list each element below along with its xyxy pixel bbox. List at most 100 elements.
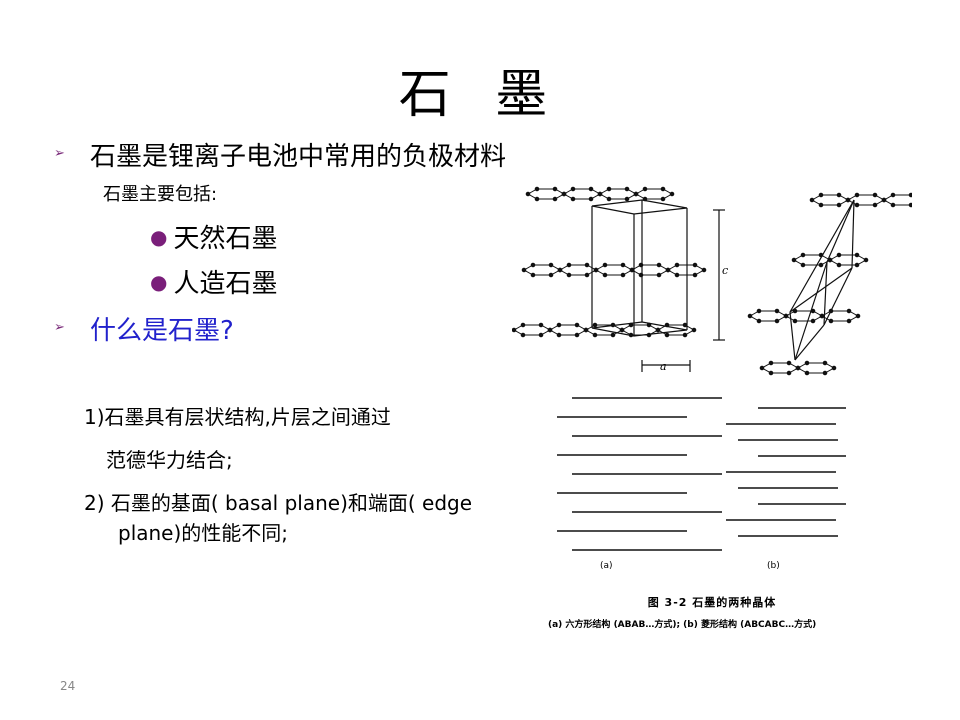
carbon-atom bbox=[610, 332, 616, 338]
carbon-atom bbox=[552, 196, 558, 202]
carbon-atom bbox=[584, 272, 590, 278]
carbon-atom bbox=[574, 322, 580, 328]
carbon-atom bbox=[584, 262, 590, 268]
carbon-atom bbox=[908, 192, 912, 198]
carbon-atom bbox=[556, 322, 562, 328]
point-2-line-1: 2) 石墨的基面( basal plane)和端面( edge bbox=[84, 491, 473, 515]
carbon-atom bbox=[759, 365, 765, 371]
carbon-atom bbox=[570, 186, 576, 192]
carbon-atom bbox=[819, 313, 825, 319]
carbon-atom bbox=[530, 272, 536, 278]
carbon-atom bbox=[804, 370, 810, 376]
carbon-atom bbox=[786, 360, 792, 366]
layer-stacking-lines bbox=[557, 397, 846, 551]
carbon-atom bbox=[786, 370, 792, 376]
carbon-atom bbox=[836, 202, 842, 208]
hexagon-ring bbox=[796, 362, 836, 374]
carbon-atom bbox=[561, 191, 567, 197]
carbon-atom bbox=[556, 332, 562, 338]
carbon-atom bbox=[872, 202, 878, 208]
hexagon-ring bbox=[828, 254, 868, 266]
carbon-atom bbox=[768, 370, 774, 376]
carbon-atom bbox=[660, 196, 666, 202]
carbon-atom bbox=[538, 332, 544, 338]
unit-cell-a bbox=[591, 199, 725, 372]
carbon-atom bbox=[574, 332, 580, 338]
hexagon-ring bbox=[634, 188, 674, 200]
carbon-atom bbox=[846, 308, 852, 314]
carbon-atom bbox=[548, 272, 554, 278]
carbon-atom bbox=[633, 191, 639, 197]
carbon-atom bbox=[795, 365, 801, 371]
carbon-atom bbox=[747, 313, 753, 319]
carbon-atom bbox=[566, 262, 572, 268]
carbon-atom bbox=[691, 327, 697, 333]
carbon-atom bbox=[792, 318, 798, 324]
carbon-atom bbox=[548, 262, 554, 268]
carbon-atom bbox=[583, 327, 589, 333]
carbon-atom bbox=[818, 192, 824, 198]
bullet-arrow-icon: ➢ bbox=[54, 320, 65, 335]
figure-caption: 图 3-2 石墨的两种晶体 bbox=[647, 596, 777, 609]
carbon-atom bbox=[774, 308, 780, 314]
carbon-atom bbox=[602, 272, 608, 278]
carbon-atom bbox=[756, 308, 762, 314]
carbon-atom bbox=[774, 318, 780, 324]
label-c: c bbox=[722, 264, 728, 277]
slide-title: 石 墨 bbox=[398, 65, 562, 125]
carbon-atom bbox=[557, 267, 563, 273]
carbon-atom bbox=[664, 332, 670, 338]
carbon-atom bbox=[665, 267, 671, 273]
carbon-atom bbox=[669, 191, 675, 197]
hexagon-ring bbox=[598, 188, 638, 200]
carbon-atom bbox=[863, 257, 869, 263]
carbon-atom bbox=[818, 262, 824, 268]
panel-label-b: (b) bbox=[767, 561, 780, 571]
carbon-atom bbox=[620, 272, 626, 278]
point-1-line-1: 1)石墨具有层状结构,片层之间通过 bbox=[84, 405, 391, 429]
list-item-label: 人造石墨 bbox=[173, 269, 278, 299]
carbon-atom bbox=[872, 192, 878, 198]
point-1-line-2: 范德华力结合; bbox=[106, 448, 233, 472]
carbon-atom bbox=[593, 267, 599, 273]
carbon-atom bbox=[890, 192, 896, 198]
carbon-atom bbox=[606, 196, 612, 202]
carbon-atom bbox=[854, 262, 860, 268]
carbon-atom bbox=[828, 318, 834, 324]
hexagon-ring bbox=[656, 324, 696, 336]
carbon-atom bbox=[656, 272, 662, 278]
carbon-atom bbox=[602, 262, 608, 268]
carbon-atom bbox=[836, 252, 842, 258]
graphite-types-heading: 石墨主要包括: bbox=[103, 184, 218, 205]
carbon-atom bbox=[534, 196, 540, 202]
hexagon-ring bbox=[784, 310, 824, 322]
carbon-atom bbox=[854, 192, 860, 198]
carbon-atom bbox=[520, 322, 526, 328]
carbon-atom bbox=[783, 313, 789, 319]
carbon-atom bbox=[804, 360, 810, 366]
bullet-text: 石墨是锂离子电池中常用的负极材料 bbox=[90, 142, 507, 172]
carbon-atom bbox=[855, 313, 861, 319]
carbon-atom bbox=[588, 196, 594, 202]
carbon-atom bbox=[881, 197, 887, 203]
carbon-atom bbox=[768, 360, 774, 366]
label-a: a bbox=[660, 360, 667, 373]
panel-label-a: (a) bbox=[600, 561, 613, 571]
carbon-atom bbox=[701, 267, 707, 273]
carbon-atom bbox=[674, 272, 680, 278]
carbon-atom bbox=[552, 186, 558, 192]
carbon-atom bbox=[521, 267, 527, 273]
carbon-atom bbox=[854, 252, 860, 258]
figure-subcaption: (a) 六方形结构 (ABAB…方式); (b) 菱形结构 (ABCABC…方式… bbox=[548, 620, 817, 630]
carbon-atom bbox=[822, 360, 828, 366]
carbon-atom bbox=[624, 186, 630, 192]
carbon-atom bbox=[692, 272, 698, 278]
hexagon-ring bbox=[558, 264, 598, 276]
carbon-atom bbox=[624, 196, 630, 202]
carbon-atom bbox=[534, 186, 540, 192]
hexagon-ring bbox=[882, 194, 912, 206]
carbon-atom bbox=[682, 332, 688, 338]
carbon-atom bbox=[908, 202, 912, 208]
list-item-label: 天然石墨 bbox=[173, 224, 278, 254]
hexagon-ring bbox=[810, 194, 850, 206]
